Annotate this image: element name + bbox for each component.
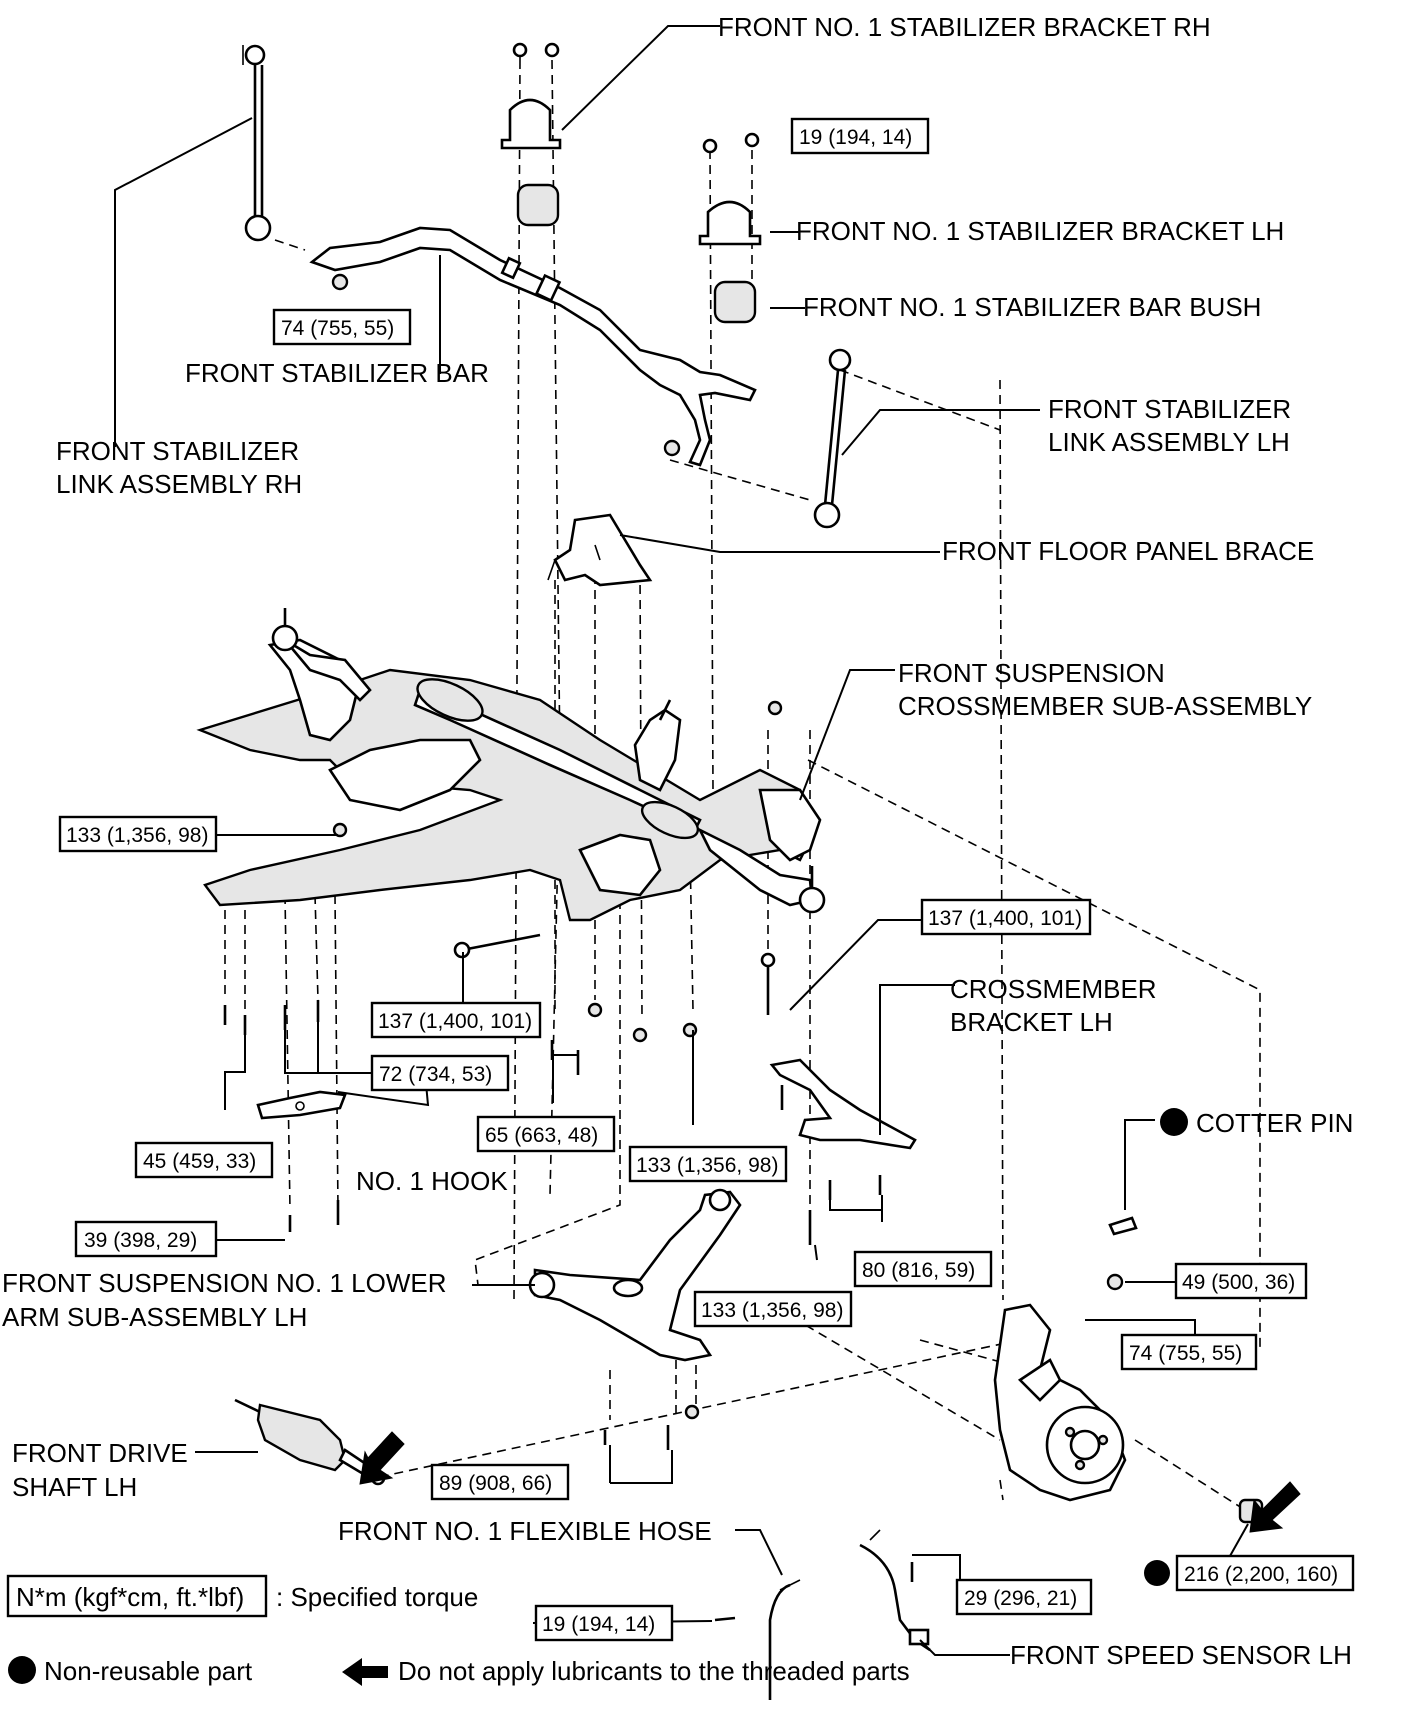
bracket-lh <box>698 132 762 324</box>
steering-knuckle-hub <box>993 1303 1127 1502</box>
torque-19b: 19 (194, 14) <box>542 1613 655 1636</box>
stabilizer-link-lh <box>813 348 852 529</box>
torque-29: 29 (296, 21) <box>964 1587 1077 1610</box>
label-stabilizer-bar: FRONT STABILIZER BAR <box>185 358 489 388</box>
torque-19a: 19 (194, 14) <box>799 126 912 149</box>
label-lower-arm-line1: FRONT SUSPENSION NO. 1 LOWER <box>2 1268 446 1298</box>
arrow-icon <box>1249 1481 1301 1533</box>
torque-74a: 74 (755, 55) <box>281 317 394 340</box>
torque-137b: 137 (1,400, 101) <box>378 1010 532 1033</box>
label-bar-bush: FRONT NO. 1 STABILIZER BAR BUSH <box>803 292 1261 322</box>
torque-133a: 133 (1,356, 98) <box>66 824 208 847</box>
torque-80: 80 (816, 59) <box>862 1259 975 1282</box>
label-drive-shaft-line2: SHAFT LH <box>12 1472 137 1502</box>
torque-137a: 137 (1,400, 101) <box>928 907 1082 930</box>
hook <box>256 1090 347 1120</box>
torque-133b: 133 (1,356, 98) <box>636 1154 778 1177</box>
legend-non-reusable: Non-reusable part <box>44 1656 253 1686</box>
torque-89: 89 (908, 66) <box>439 1472 552 1495</box>
label-link-rh-line2: LINK ASSEMBLY RH <box>56 469 302 499</box>
label-flex-hose: FRONT NO. 1 FLEXIBLE HOSE <box>338 1516 712 1546</box>
label-bracket-rh: FRONT NO. 1 STABILIZER BRACKET RH <box>718 12 1211 42</box>
label-lower-arm-line2: ARM SUB-ASSEMBLY LH <box>2 1302 307 1332</box>
label-hook: NO. 1 HOOK <box>356 1166 508 1196</box>
torque-72: 72 (734, 53) <box>379 1063 492 1086</box>
legend-torque-unit: N*m (kgf*cm, ft.*lbf) <box>16 1582 244 1612</box>
torque-216: 216 (2,200, 160) <box>1184 1563 1338 1586</box>
non-reusable-dot-icon <box>1144 1560 1170 1586</box>
label-bracket-lh: FRONT NO. 1 STABILIZER BRACKET LH <box>796 216 1284 246</box>
label-link-lh-line1: FRONT STABILIZER <box>1048 394 1291 424</box>
stabilizer-link-rh <box>242 44 272 242</box>
label-floor-brace: FRONT FLOOR PANEL BRACE <box>942 536 1314 566</box>
label-link-rh-line1: FRONT STABILIZER <box>56 436 299 466</box>
cotter-pin <box>1106 1216 1138 1291</box>
lower-arm-lh <box>528 1188 742 1362</box>
label-speed-sensor: FRONT SPEED SENSOR LH <box>1010 1640 1352 1670</box>
legend-torque-desc: : Specified torque <box>276 1582 478 1612</box>
flexible-hose-and-sensor <box>768 1529 931 1700</box>
torque-133c: 133 (1,356, 98) <box>701 1299 843 1322</box>
torque-45: 45 (459, 33) <box>143 1150 256 1173</box>
label-link-lh-line2: LINK ASSEMBLY LH <box>1048 427 1290 457</box>
torque-49: 49 (500, 36) <box>1182 1271 1295 1294</box>
label-cm-bracket-line1: CROSSMEMBER <box>950 974 1157 1004</box>
stabilizer-bar <box>309 226 757 467</box>
label-cm-bracket-line2: BRACKET LH <box>950 1007 1113 1037</box>
non-reusable-dot-icon <box>1160 1108 1188 1136</box>
filled-circle-icon <box>8 1656 36 1684</box>
torque-boxes: 19 (194, 14) 74 (755, 55) 133 (1,356, 98… <box>58 117 1355 1642</box>
crossmember-bracket-lh <box>769 1058 917 1150</box>
torque-65: 65 (663, 48) <box>485 1124 598 1147</box>
label-drive-shaft-line1: FRONT DRIVE <box>12 1438 188 1468</box>
label-crossmember-line2: CROSSMEMBER SUB-ASSEMBLY <box>898 691 1312 721</box>
arrow-icon <box>359 1431 405 1485</box>
floor-panel-brace <box>547 513 653 587</box>
label-crossmember-line1: FRONT SUSPENSION <box>898 658 1165 688</box>
torque-39: 39 (398, 29) <box>84 1229 197 1252</box>
legend-no-lube: Do not apply lubricants to the threaded … <box>398 1656 910 1686</box>
assembly-dashed-lines <box>224 59 1261 1511</box>
label-cotter-pin: COTTER PIN <box>1196 1108 1353 1138</box>
stabilizer-nut <box>331 273 681 457</box>
no-lube-arrows <box>359 1431 1301 1533</box>
left-arrow-icon <box>342 1658 388 1686</box>
leader-lines <box>114 25 1249 1656</box>
crossmember-assembly <box>196 608 826 922</box>
part-labels: FRONT NO. 1 STABILIZER BRACKET RH FRONT … <box>2 12 1353 1670</box>
legend: N*m (kgf*cm, ft.*lbf) : Specified torque… <box>6 1574 910 1686</box>
torque-74b: 74 (755, 55) <box>1129 1342 1242 1365</box>
bracket-rh <box>500 42 562 227</box>
